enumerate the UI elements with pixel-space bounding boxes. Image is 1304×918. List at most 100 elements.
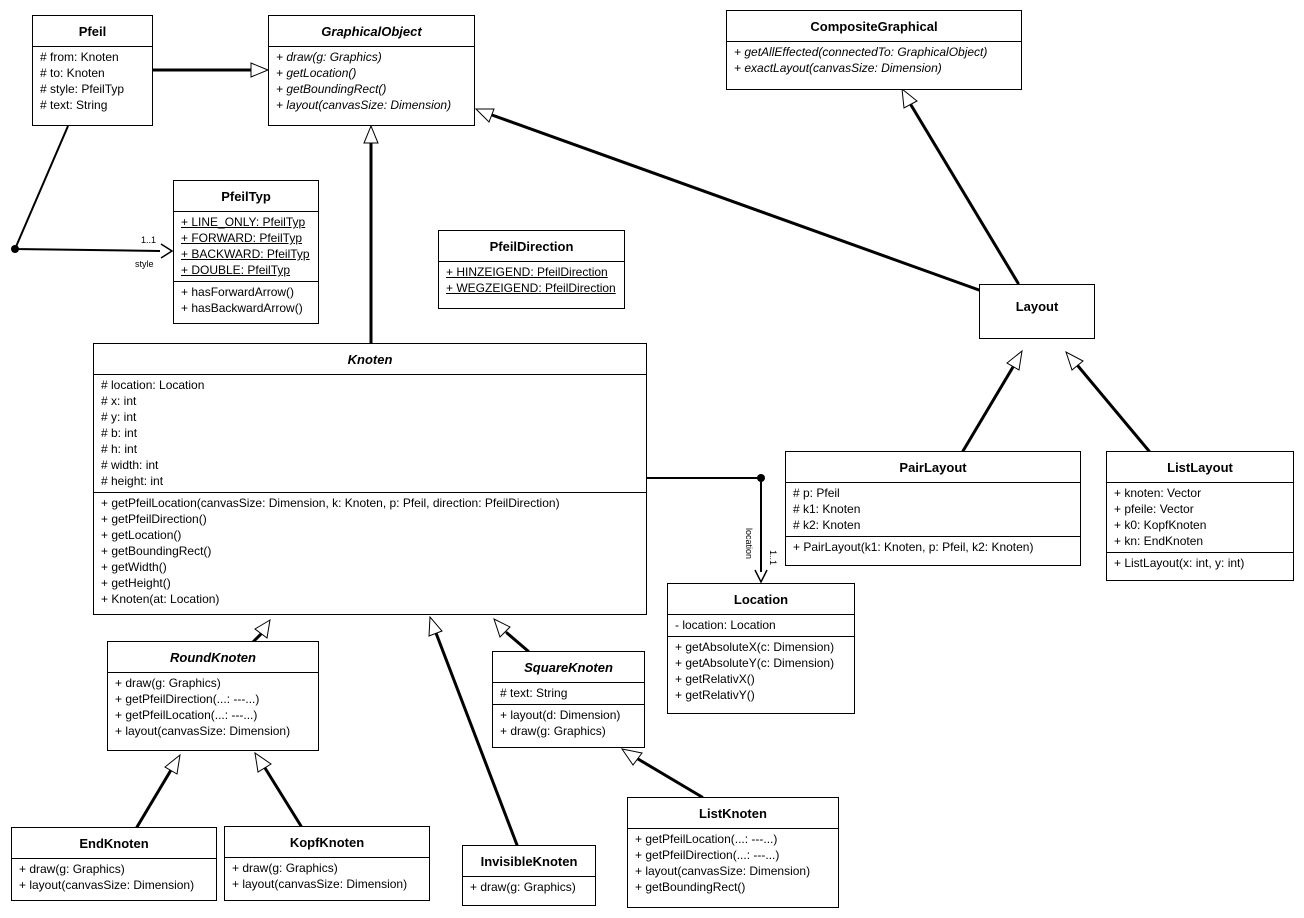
- attribute: - location: Location: [675, 618, 776, 632]
- attribute: # to: Knoten: [40, 66, 105, 80]
- operation: + exactLayout(canvasSize: Dimension): [734, 61, 942, 75]
- class-name: EndKnoten: [79, 836, 149, 851]
- operation: + layout(canvasSize: Dimension): [635, 864, 811, 878]
- class-listlayout[interactable]: ListLayout + knoten: Vector + pfeile: Vect…: [1106, 451, 1294, 581]
- operation: + getBoundingRect(): [276, 82, 387, 96]
- class-name: Layout: [1015, 299, 1059, 314]
- location-multiplicity-label: 1..1: [768, 550, 778, 566]
- operation: + layout(canvasSize: Dimension): [276, 98, 452, 112]
- operation: + layout(canvasSize: Dimension): [232, 877, 408, 891]
- operation: + getPfeilLocation(...: ---...): [635, 832, 778, 846]
- operation-compartment: + getAbsoluteX(c: Dimension)+ getAbsolut…: [668, 636, 854, 706]
- attribute: # k1: Knoten: [793, 502, 861, 516]
- attribute: # k2: Knoten: [793, 518, 861, 532]
- operation: + getPfeilLocation(...: ---...): [115, 708, 258, 722]
- location-association-end-dot: [757, 474, 765, 482]
- attribute: # h: int: [101, 442, 138, 456]
- class-name: InvisibleKnoten: [480, 854, 578, 869]
- operation-compartment: + ListLayout(x: int, y: int): [1107, 552, 1293, 574]
- operation: + draw(g: Graphics): [19, 862, 125, 876]
- class-graphicalobject[interactable]: GraphicalObject+ draw(g: Graphics)+ getL…: [268, 15, 475, 126]
- operation: + ListLayout(x: int, y: int): [1114, 556, 1245, 570]
- class-layout[interactable]: Layout: [979, 284, 1095, 339]
- operation: + getPfeilDirection(...: ---...): [635, 848, 780, 862]
- operation-compartment: + getPfeilLocation(...: ---...) + getPfei…: [628, 828, 838, 898]
- operation: + getAllEffected(connectedTo: GraphicalO…: [734, 45, 988, 59]
- class-name: SquareKnoten: [524, 660, 613, 675]
- operation: + draw(g: Graphics): [500, 724, 606, 738]
- class-name: RoundKnoten: [170, 650, 256, 665]
- operation: + draw(g: Graphics): [232, 861, 338, 875]
- attribute: + HINZEIGEND: PfeilDirection: [446, 265, 608, 279]
- attribute: + k0: KopfKnoten: [1114, 518, 1207, 532]
- attribute: + knoten: Vector: [1114, 486, 1202, 500]
- attribute: + FORWARD: PfeilTyp: [181, 231, 303, 245]
- style-association-arrowhead: [160, 243, 174, 259]
- endknoten-roundknoten-generalization: [135, 768, 173, 829]
- operation-compartment: + getAllEffected(connectedTo: GraphicalO…: [727, 41, 1021, 79]
- location-association-arrowhead: [754, 569, 768, 584]
- operation: + getLocation(): [276, 66, 357, 80]
- roundknoten-knoten-generalization: [251, 631, 264, 644]
- attribute: + WEGZEIGEND: PfeilDirection: [446, 281, 616, 295]
- class-squareknoten[interactable]: SquareKnoten# text: String+ layout(d: Di…: [492, 651, 645, 748]
- listknoten-generalization-head: [620, 748, 643, 766]
- class-pfeiltyp[interactable]: PfeilTyp+ LINE_ONLY: PfeilTyp+ FORWARD: …: [173, 180, 319, 324]
- class-name: ListLayout: [1167, 460, 1233, 475]
- endknoten-generalization-head: [164, 753, 181, 775]
- class-listknoten[interactable]: ListKnoten + getPfeilLocation(...: ---...…: [627, 797, 839, 908]
- attribute-compartment: # text: String: [493, 682, 644, 704]
- class-name: KopfKnoten: [289, 835, 365, 850]
- kopfknoten-generalization-head: [254, 751, 272, 773]
- class-location[interactable]: Location - location: Location + getAbsolut…: [667, 583, 855, 714]
- attribute: + DOUBLE: PfeilTyp: [181, 263, 291, 277]
- class-kopfknoten[interactable]: KopfKnoten + draw(g: Graphics) + layout(ca…: [224, 826, 430, 901]
- attribute-compartment: + knoten: Vector + pfeile: Vector + k0: Ko…: [1107, 482, 1293, 552]
- class-compositegraphical[interactable]: CompositeGraphical+ getAllEffected(conne…: [726, 10, 1022, 90]
- class-pairlayout[interactable]: PairLayout# p: Pfeil# k1: Knoten# k2: Kn…: [785, 451, 1081, 566]
- style-association-end-dot: [11, 245, 19, 253]
- operation: + getAbsoluteY(c: Dimension): [675, 656, 835, 670]
- operation-compartment: + PairLayout(k1: Knoten, p: Pfeil, k2: K…: [786, 536, 1080, 558]
- operation-compartment: + draw(g: Graphics) + layout(canvasSize: …: [12, 858, 216, 896]
- attribute-compartment: + HINZEIGEND: PfeilDirection + WEGZEIGEND…: [439, 261, 624, 299]
- operation-compartment: + draw(g: Graphics): [463, 876, 595, 898]
- operation: + getWidth(): [101, 560, 167, 574]
- attribute: + pfeile: Vector: [1114, 502, 1194, 516]
- attribute: # y: int: [101, 410, 137, 424]
- class-name: Location: [733, 592, 789, 607]
- class-invisibleknoten[interactable]: InvisibleKnoten + draw(g: Graphics): [462, 845, 596, 906]
- class-endknoten[interactable]: EndKnoten + draw(g: Graphics) + layout(can…: [11, 827, 217, 901]
- pfeil-generalization-head: [250, 62, 270, 78]
- operation: + getHeight(): [101, 576, 171, 590]
- attribute: # from: Knoten: [40, 50, 119, 64]
- class-pfeil[interactable]: Pfeil# from: Knoten# to: Knoten# style: …: [32, 15, 153, 126]
- operation: + layout(canvasSize: Dimension): [19, 878, 195, 892]
- class-name: PairLayout: [899, 460, 967, 475]
- class-roundknoten[interactable]: RoundKnoten + draw(g: Graphics)+ getPfeil…: [107, 641, 319, 751]
- pairlayout-generalization-head: [1006, 349, 1023, 371]
- pfeil-style-association: [13, 125, 161, 252]
- layout-compositegraphical-generalization-head: [901, 87, 918, 109]
- layout-compositegraphical-generalization: [909, 103, 1020, 285]
- class-knoten[interactable]: Knoten# location: Location# x: int# y: i…: [93, 343, 647, 615]
- operation: + hasBackwardArrow(): [181, 301, 303, 315]
- attribute: + kn: EndKnoten: [1114, 534, 1204, 548]
- operation-compartment: + draw(g: Graphics)+ getPfeilDirection(.…: [108, 672, 318, 742]
- squareknoten-knoten-generalization: [505, 631, 530, 653]
- class-name: ListKnoten: [699, 806, 767, 821]
- attribute: # text: String: [500, 686, 568, 700]
- roundknoten-generalization-head: [254, 619, 271, 639]
- operation: + getRelativY(): [675, 688, 755, 702]
- class-pfeildirection[interactable]: PfeilDirection + HINZEIGEND: PfeilDirecti…: [438, 230, 625, 309]
- layout-graphicalobject-generalization-head: [474, 108, 495, 123]
- listlayout-layout-generalization: [1076, 364, 1151, 453]
- operation-compartment: + getPfeilLocation(canvasSize: Dimension…: [94, 492, 646, 610]
- attribute-compartment: # from: Knoten# to: Knoten# style: Pfeil…: [33, 46, 152, 116]
- class-name: PfeilDirection: [489, 239, 574, 254]
- operation-compartment: + draw(g: Graphics)+ getLocation()+ getB…: [269, 46, 474, 116]
- invisibleknoten-generalization-head: [428, 615, 443, 637]
- operation-compartment: + hasForwardArrow()+ hasBackwardArrow(): [174, 281, 318, 319]
